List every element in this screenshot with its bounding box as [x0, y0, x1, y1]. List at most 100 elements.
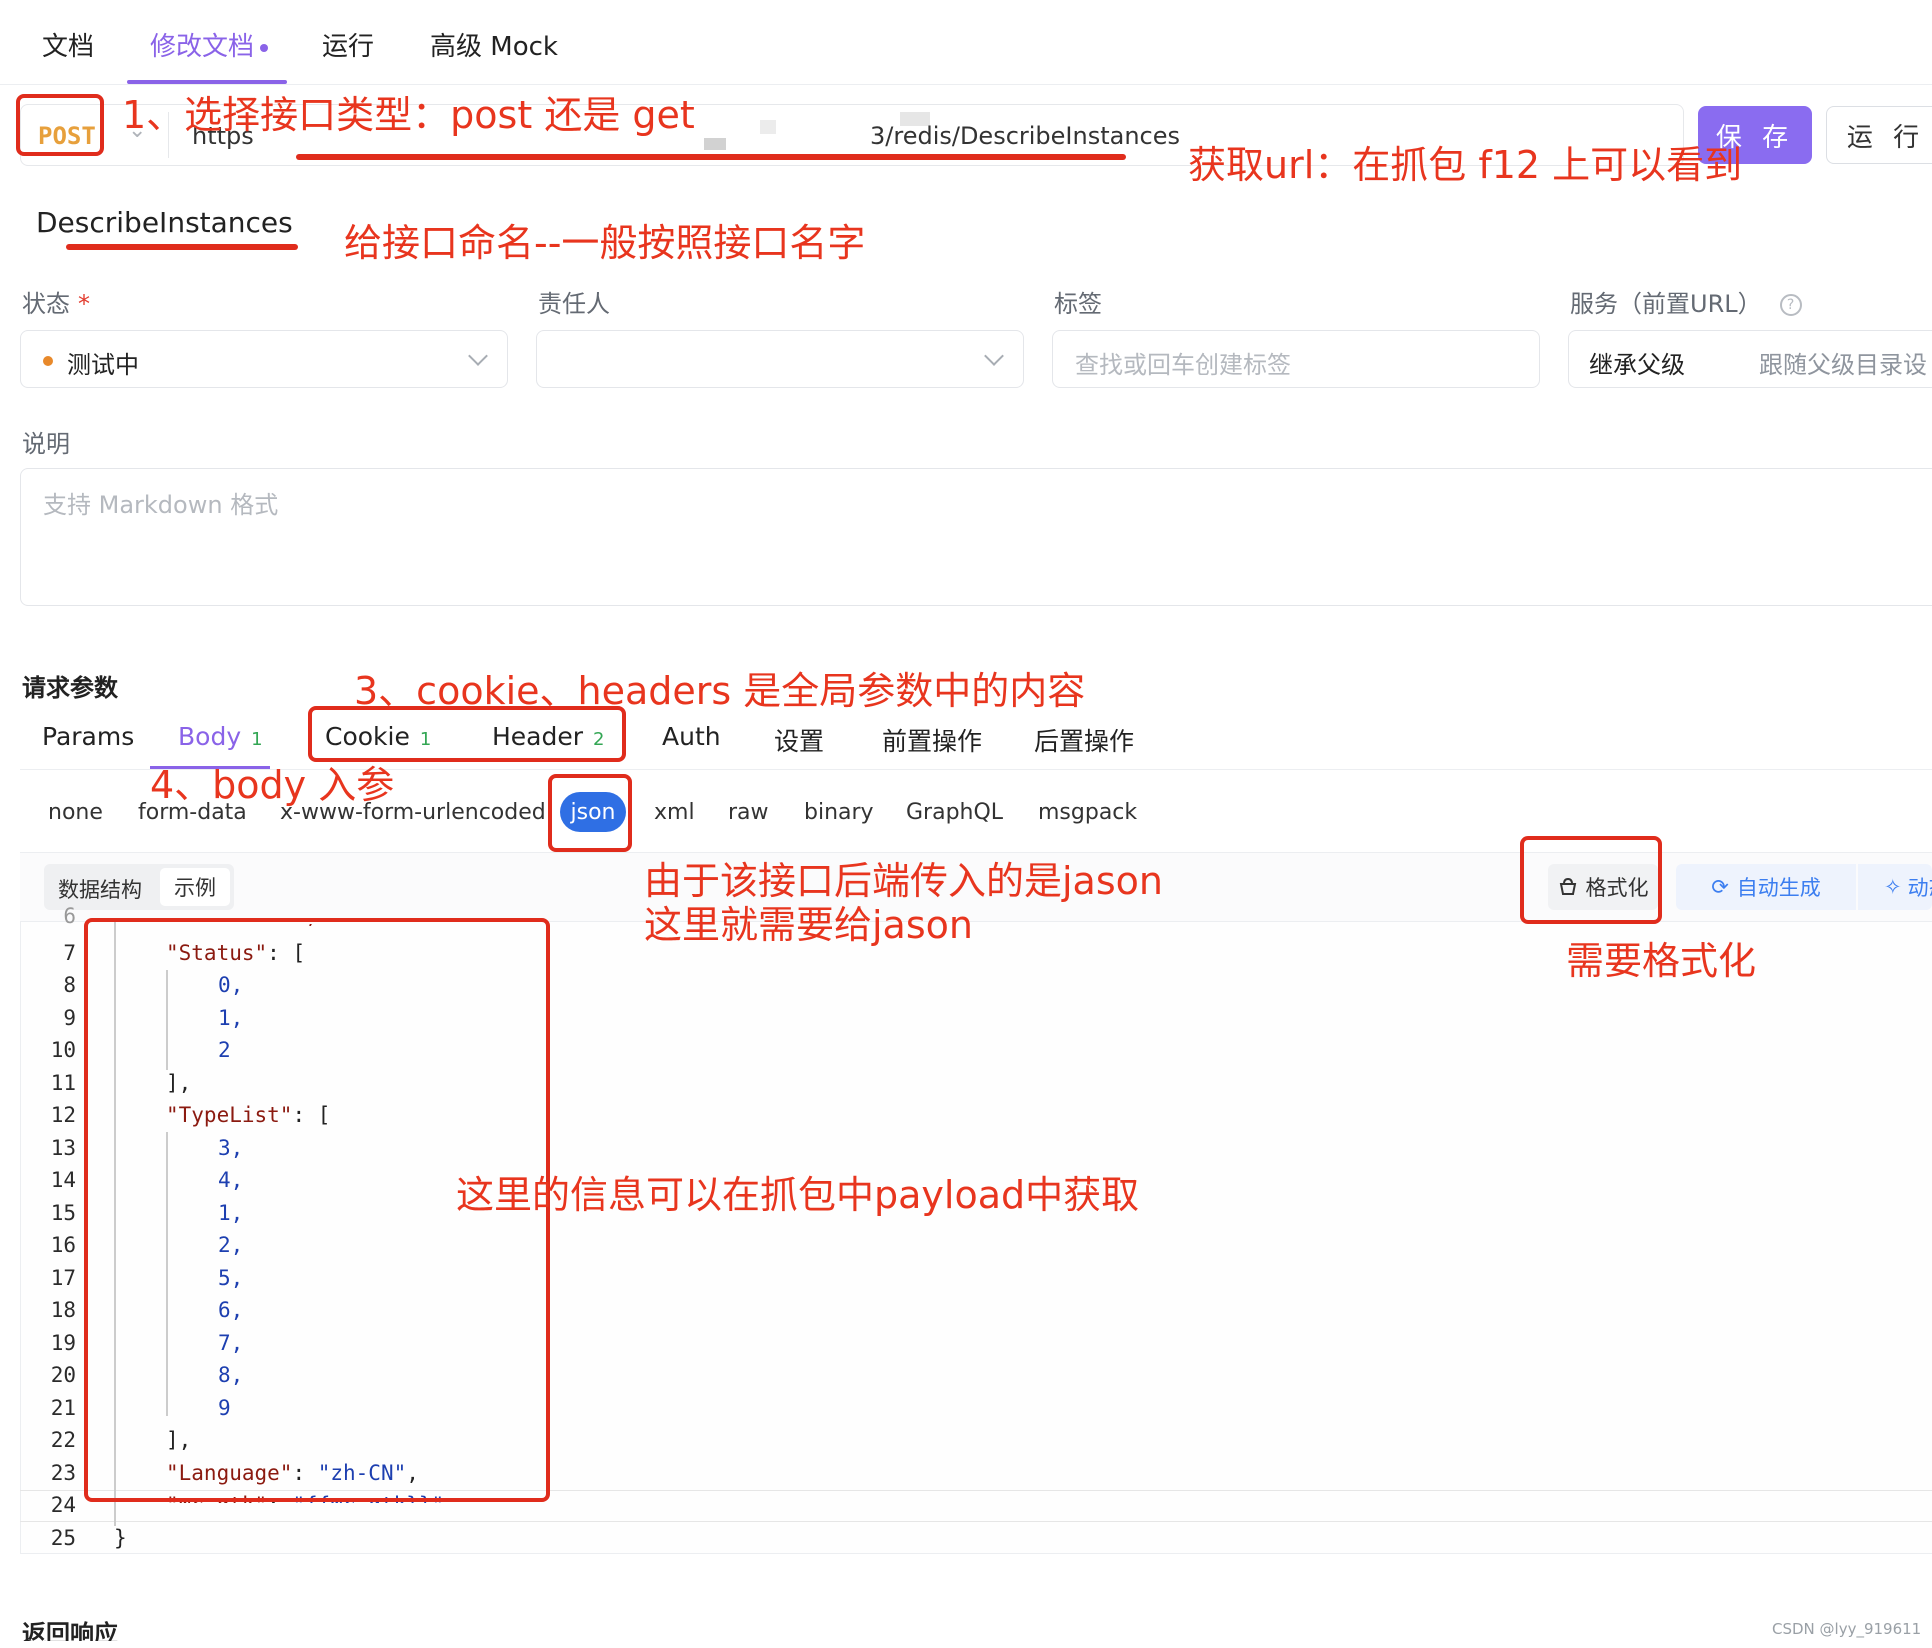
description-label: 说明	[22, 430, 70, 458]
code-line: "Language": "zh-CN",	[166, 1461, 419, 1485]
auto-generate-button[interactable]: ⟳ 自动生成	[1676, 864, 1856, 910]
url-input-scheme[interactable]: https	[192, 122, 254, 150]
chevron-down-icon	[984, 346, 1004, 366]
help-icon[interactable]: ?	[1779, 294, 1802, 316]
dynamic-label: 动态	[1907, 876, 1932, 900]
line-number: 19	[50, 1331, 76, 1355]
tab-params[interactable]: Params	[42, 722, 135, 751]
code-line: ],	[166, 1071, 192, 1095]
line-number: 13	[50, 1136, 76, 1160]
code-line: 7,	[218, 1331, 244, 1355]
tab-post-ops[interactable]: 后置操作	[1034, 727, 1135, 756]
line-number: 23	[50, 1461, 76, 1485]
redacted-block	[704, 138, 726, 150]
annotation-cookie-headers: 3、cookie、headers 是全局参数中的内容	[354, 669, 1086, 713]
code-line: 3,	[218, 1136, 244, 1160]
description-input[interactable]: 支持 Markdown 格式	[20, 468, 1932, 606]
code-line: "Limit": 20,	[166, 924, 318, 928]
body-type-none[interactable]: none	[48, 800, 103, 825]
divider	[168, 112, 169, 158]
body-type-urlencoded[interactable]: x-www-form-urlencoded	[280, 800, 546, 825]
body-type-form-data[interactable]: form-data	[138, 800, 247, 825]
tab-pre-ops[interactable]: 前置操作	[882, 727, 983, 756]
code-line: 6,	[218, 1298, 244, 1322]
tab-advanced-mock[interactable]: 高级 Mock	[430, 32, 558, 62]
body-type-msgpack[interactable]: msgpack	[1038, 800, 1138, 825]
divider	[20, 769, 1932, 770]
tab-auth[interactable]: Auth	[662, 722, 721, 751]
tab-docs[interactable]: 文档	[42, 32, 95, 62]
annotation-box-method	[16, 94, 104, 156]
code-line: 1,	[218, 1006, 244, 1030]
indent-guide	[114, 922, 116, 1526]
body-type-json[interactable]: json	[560, 792, 626, 832]
status-label: 状态*	[22, 290, 90, 318]
view-mode-example[interactable]: 示例	[160, 868, 230, 906]
description-placeholder: 支持 Markdown 格式	[43, 491, 279, 519]
body-type-xml[interactable]: xml	[654, 800, 695, 825]
current-line-highlight	[20, 1490, 1932, 1522]
json-code-editor[interactable]	[20, 922, 1932, 1554]
format-label: 格式化	[1585, 876, 1649, 900]
body-type-raw[interactable]: raw	[728, 800, 769, 825]
tab-settings[interactable]: 设置	[774, 727, 825, 756]
chevron-down-icon	[468, 346, 488, 366]
tags-label: 标签	[1054, 290, 1102, 318]
line-number: 20	[50, 1363, 76, 1387]
modified-dot	[260, 43, 269, 52]
line-number: 24	[50, 1493, 76, 1517]
code-line: 8,	[218, 1363, 244, 1387]
run-button[interactable]: 运 行	[1826, 106, 1932, 164]
status-dot-icon	[43, 356, 53, 366]
method-select[interactable]: POST	[38, 122, 96, 150]
api-name-input[interactable]: DescribeInstances	[36, 206, 293, 239]
tab-body-count: 1	[251, 729, 263, 750]
tab-edit-docs-label: 修改文档	[150, 32, 255, 62]
annotation-box-format	[1520, 836, 1662, 924]
request-params-title: 请求参数	[22, 674, 118, 702]
service-select[interactable]: 继承父级 跟随父级目录设	[1568, 330, 1932, 388]
redacted-block	[900, 112, 930, 126]
tab-edit-docs[interactable]: 修改文档	[150, 26, 269, 63]
body-type-graphql[interactable]: GraphQL	[906, 800, 1004, 825]
status-select[interactable]: 测试中	[20, 330, 508, 388]
indent-guide	[166, 970, 168, 1070]
dynamic-value-button[interactable]: ✧ 动态	[1872, 864, 1932, 910]
code-line: 5,	[218, 1266, 244, 1290]
owner-label: 责任人	[538, 290, 610, 318]
annotation-underline-name	[66, 244, 298, 250]
tab-cookie-count: 1	[419, 729, 432, 750]
annotation-json-2: 这里就需要给jason	[644, 903, 973, 947]
line-number: 7	[63, 941, 76, 965]
chevron-down-icon[interactable]: ⌄	[128, 118, 147, 143]
format-button[interactable]: 格式化	[1548, 864, 1658, 910]
code-line: 0,	[218, 973, 244, 997]
service-hint: 跟随父级目录设	[1759, 351, 1927, 379]
annotation-url: 获取url：在抓包 f12 上可以看到	[1188, 143, 1743, 187]
body-type-binary[interactable]: binary	[804, 800, 874, 825]
line-number: 8	[63, 973, 76, 997]
tab-run[interactable]: 运行	[322, 32, 375, 62]
code-line: 2	[218, 1038, 231, 1062]
response-title: 返回响应	[22, 1620, 118, 1648]
active-tab-indicator	[127, 80, 287, 84]
view-mode-schema[interactable]: 数据结构	[58, 878, 142, 902]
save-button[interactable]: 保 存	[1698, 106, 1812, 164]
tab-header-label: Header	[492, 722, 584, 751]
annotation-box-payload	[84, 918, 550, 1502]
annotation-underline-url	[296, 154, 1126, 160]
line-number: 21	[50, 1396, 76, 1420]
annotation-payload: 这里的信息可以在抓包中payload中获取	[456, 1173, 1140, 1217]
tags-input[interactable]: 查找或回车创建标签	[1052, 330, 1540, 388]
code-line: 1,	[218, 1201, 244, 1225]
refresh-icon: ⟳	[1711, 875, 1729, 899]
owner-select[interactable]	[536, 330, 1024, 388]
line-number: 22	[50, 1428, 76, 1452]
code-line: 2,	[218, 1233, 244, 1257]
line-number: 18	[50, 1298, 76, 1322]
url-input-path[interactable]: 3/redis/DescribeInstances	[870, 122, 1181, 150]
code-line: "TypeList": [	[166, 1103, 331, 1127]
